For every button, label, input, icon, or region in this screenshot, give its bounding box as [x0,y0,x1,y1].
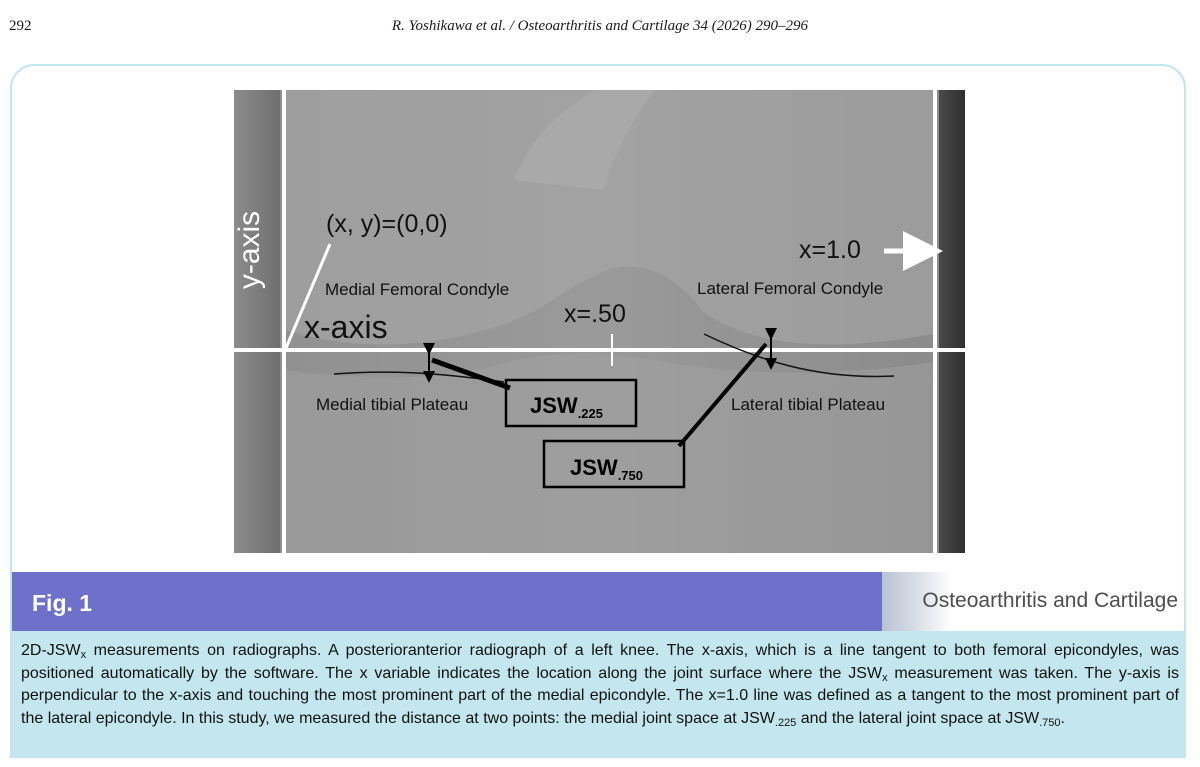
jsw750-label: JSW.750 [570,455,643,483]
lateral-tibial-label: Lateral tibial Plateau [731,395,885,414]
caption-subscript: .225 [774,716,797,729]
medial-tibial-label: Medial tibial Plateau [316,395,468,414]
right-dark-band [939,90,965,553]
femur-shadow [286,90,934,345]
lateral-tibial-curve [703,333,895,378]
tibia-shadow [286,354,934,553]
page-number: 292 [9,18,32,34]
jsw225-leader [431,357,511,391]
journal-name: Osteoarthritis and Cartilage [922,589,1178,612]
journal-badge: Osteoarthritis and Cartilage [882,572,1184,631]
origin-label: (x, y)=(0,0) [326,210,448,238]
radiograph-figure: y-axis (x, y)=(0,0) x-axis x=1.0 x=.50 M… [234,90,965,553]
caption-part: measurements on radiographs. A posterior… [21,642,1179,682]
journal-badge-image [882,572,952,631]
caption-subscript: .750 [1039,716,1061,729]
jsw225-label: JSW.225 [530,393,603,421]
medial-femoral-label: Medial Femoral Condyle [325,280,509,299]
figure-box: y-axis (x, y)=(0,0) x-axis x=1.0 x=.50 M… [10,64,1186,758]
caption-subscript: x [882,671,888,684]
caption-part: measurement was taken. The y-axis is per… [21,664,1179,727]
left-soft-tissue [234,90,280,553]
lateral-femoral-label: Lateral Femoral Condyle [697,279,883,298]
jsw225-box [504,378,638,428]
x-axis-label: x-axis [304,309,388,345]
caption-part: 2D-JSW [21,642,81,659]
jsw750-leader [677,342,768,448]
caption-part: and the lateral joint space at JSW [796,709,1040,727]
figure-label: Fig. 1 [32,590,93,616]
x-one-label: x=1.0 [799,236,861,264]
femoral-notch-shadow [514,90,654,190]
figure-caption: 2D-JSWx measurements on radiographs. A p… [12,631,1184,756]
jsw750-box [542,439,686,489]
x-half-label: x=.50 [564,300,626,328]
running-head: R. Yoshikawa et al. / Osteoarthritis and… [391,18,809,34]
knee-radiograph: y-axis (x, y)=(0,0) x-axis x=1.0 x=.50 M… [234,90,965,553]
caption-subscript: x [80,649,87,661]
y-axis-label: y-axis [234,211,266,289]
figure-title-bar: Fig. 1 Osteoarthritis and Cartilage [12,572,1184,631]
origin-pointer-line [284,243,332,349]
caption-part: . [1060,709,1065,727]
